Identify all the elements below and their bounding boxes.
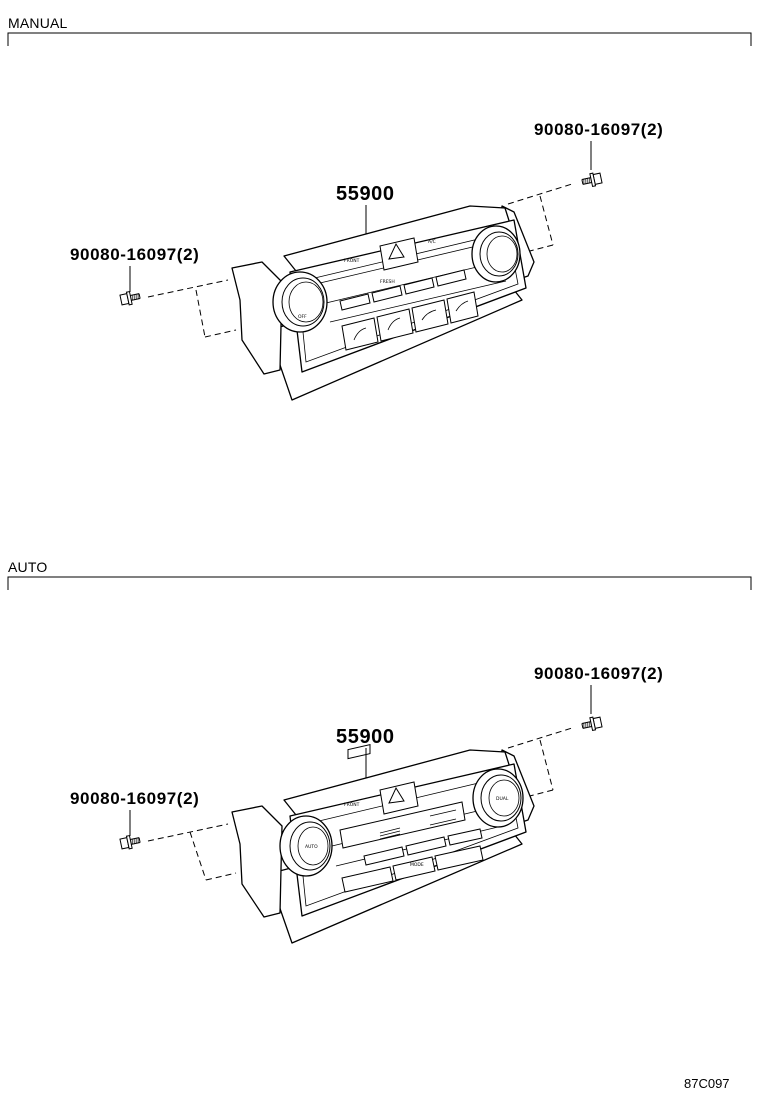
bolt-right-part-number: 90080-16097(2): [534, 664, 664, 683]
knob-label-dual: DUAL: [496, 796, 509, 802]
bolt-right: [580, 171, 603, 189]
alignment-dashes: [147, 727, 573, 881]
fan-knob: OFF: [272, 271, 328, 333]
control-assy-part-number: 55900: [336, 726, 395, 748]
alignment-dashes: [147, 183, 573, 338]
panel-label-mode: MODE: [410, 862, 424, 868]
panel-label-ac: A/C: [428, 239, 436, 245]
temp-knob: [471, 225, 521, 283]
panel-label-front: FRONT: [344, 802, 360, 808]
bolt-left-part-number: 90080-16097(2): [70, 245, 200, 264]
dual-knob: DUAL: [472, 768, 524, 828]
section-bracket-auto: [7, 576, 752, 590]
bolt-left: [119, 833, 142, 851]
bolt-left: [119, 289, 142, 307]
figure-code: 87C097: [684, 1076, 730, 1091]
auto-control-assembly: MODE FRONT AUTO DUAL: [119, 685, 603, 944]
control-assy-part-number: 55900: [336, 183, 395, 205]
section-label-auto: AUTO: [8, 559, 48, 575]
knob-label-off: OFF: [298, 314, 307, 320]
section-label-manual: MANUAL: [8, 15, 68, 31]
bolt-left-part-number: 90080-16097(2): [70, 789, 200, 808]
auto-knob: AUTO: [279, 815, 333, 877]
section-bracket-manual: [7, 32, 752, 46]
knob-label-auto: AUTO: [305, 844, 318, 850]
panel-label-fresh: FRESH: [380, 279, 395, 285]
manual-control-assembly: FRONT FRESH A/C OFF: [119, 141, 603, 401]
bolt-right-part-number: 90080-16097(2): [534, 120, 664, 139]
bolt-right: [580, 715, 603, 733]
panel-label-front: FRONT: [344, 258, 360, 264]
